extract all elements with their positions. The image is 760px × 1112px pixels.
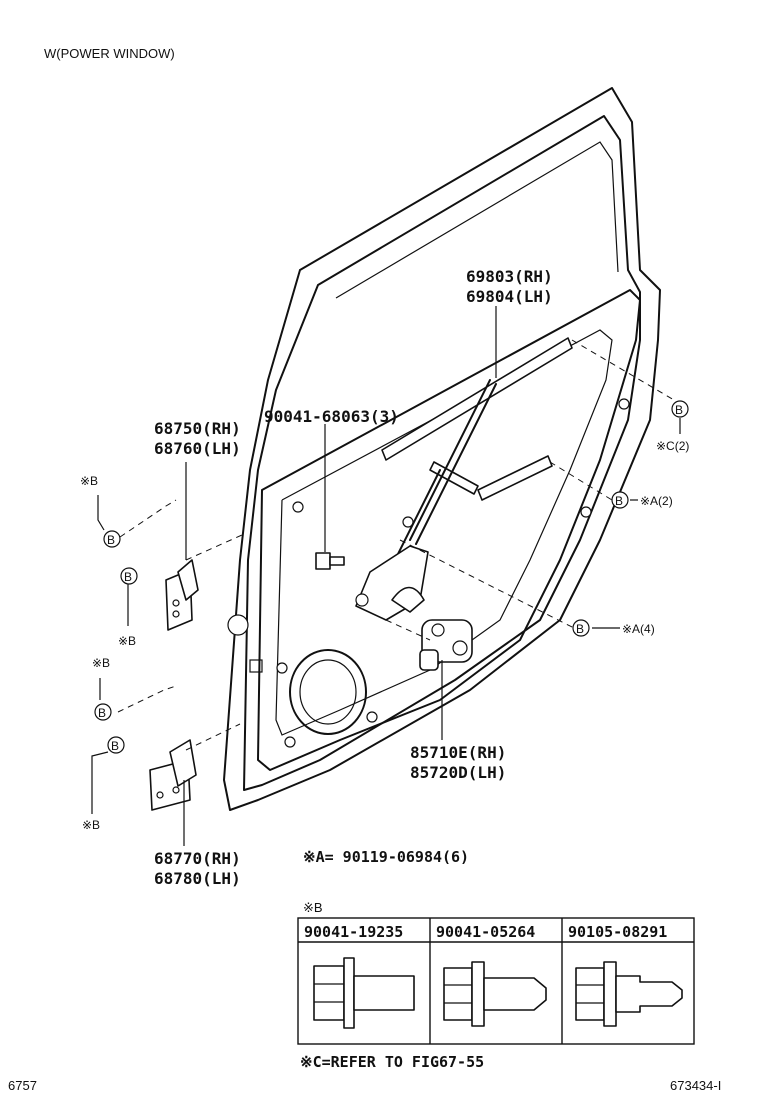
note-b: ※B bbox=[118, 634, 136, 648]
marker-b-mid-right: B bbox=[611, 491, 629, 509]
bolt-table: ※B 90041-19235 90041-05264 90105-08291 bbox=[297, 900, 695, 1045]
mount-hole bbox=[284, 736, 296, 748]
callout-upper-hinge-lh: 68760(LH) bbox=[154, 439, 241, 458]
svg-text:B: B bbox=[615, 494, 623, 508]
bolt-icon-with-washer bbox=[313, 957, 415, 1029]
callout-upper-hinge-rh: 68750(RH) bbox=[154, 419, 241, 438]
bolt-icon-flange-stepped bbox=[575, 961, 683, 1027]
window-regulator bbox=[355, 337, 573, 621]
note-c2: ※C(2) bbox=[656, 439, 689, 453]
bolt-table-col-1: 90041-19235 bbox=[304, 923, 403, 941]
callout-bolt: 90041-68063(3) bbox=[264, 407, 399, 426]
callout-motor-rh: 85710E(RH) bbox=[410, 743, 506, 762]
note-a-definition: ※A= 90119-06984(6) bbox=[303, 848, 469, 866]
callout-regulator-rh: 69803(RH) bbox=[466, 267, 553, 286]
check-slot bbox=[249, 659, 263, 673]
note-c-definition: ※C=REFER TO FIG67-55 bbox=[300, 1053, 484, 1071]
marker-b-hinge-4: B bbox=[107, 736, 125, 754]
mount-hole bbox=[580, 506, 592, 518]
note-a4: ※A(4) bbox=[622, 622, 655, 636]
svg-text:B: B bbox=[111, 739, 119, 753]
callout-lower-hinge-rh: 68770(RH) bbox=[154, 849, 241, 868]
callout-lower-hinge-lh: 68780(LH) bbox=[154, 869, 241, 888]
regulator-bolt bbox=[315, 552, 345, 570]
marker-b-hinge-1: B bbox=[103, 530, 121, 548]
svg-text:B: B bbox=[98, 706, 106, 720]
door-frame bbox=[223, 87, 661, 811]
marker-b-hinge-3: B bbox=[94, 703, 112, 721]
svg-text:B: B bbox=[576, 622, 584, 636]
speaker-opening bbox=[289, 649, 367, 735]
bolt-icon-flange bbox=[443, 961, 547, 1027]
svg-text:B: B bbox=[124, 570, 132, 584]
note-b: ※B bbox=[82, 818, 100, 832]
window-motor bbox=[419, 619, 473, 671]
callout-regulator-lh: 69804(LH) bbox=[466, 287, 553, 306]
door-inner-panel bbox=[227, 289, 641, 771]
marker-b-hinge-2: B bbox=[120, 567, 138, 585]
marker-b-lower-right: B bbox=[572, 619, 590, 637]
lower-door-hinge bbox=[149, 739, 197, 811]
mount-hole bbox=[618, 398, 630, 410]
figure-code: 6757 bbox=[8, 1078, 37, 1093]
svg-text:B: B bbox=[675, 403, 683, 417]
leader-lines bbox=[91, 306, 681, 846]
callout-motor-lh: 85720D(LH) bbox=[410, 763, 506, 782]
svg-text:B: B bbox=[107, 533, 115, 547]
mount-hole bbox=[227, 614, 249, 636]
note-b: ※B bbox=[80, 474, 98, 488]
bolt-table-col-2: 90041-05264 bbox=[436, 923, 535, 941]
mount-hole bbox=[292, 501, 304, 513]
mount-hole bbox=[366, 711, 378, 723]
bolt-table-title: ※B bbox=[303, 900, 323, 915]
note-a2: ※A(2) bbox=[640, 494, 673, 508]
upper-door-hinge bbox=[165, 559, 199, 631]
note-b: ※B bbox=[92, 656, 110, 670]
bolt-table-col-3: 90105-08291 bbox=[568, 923, 667, 941]
mount-hole bbox=[276, 662, 288, 674]
marker-b-upper-right: B bbox=[671, 400, 689, 418]
illustration-id: 673434-I bbox=[670, 1078, 721, 1093]
variant-label: W(POWER WINDOW) bbox=[44, 46, 175, 61]
